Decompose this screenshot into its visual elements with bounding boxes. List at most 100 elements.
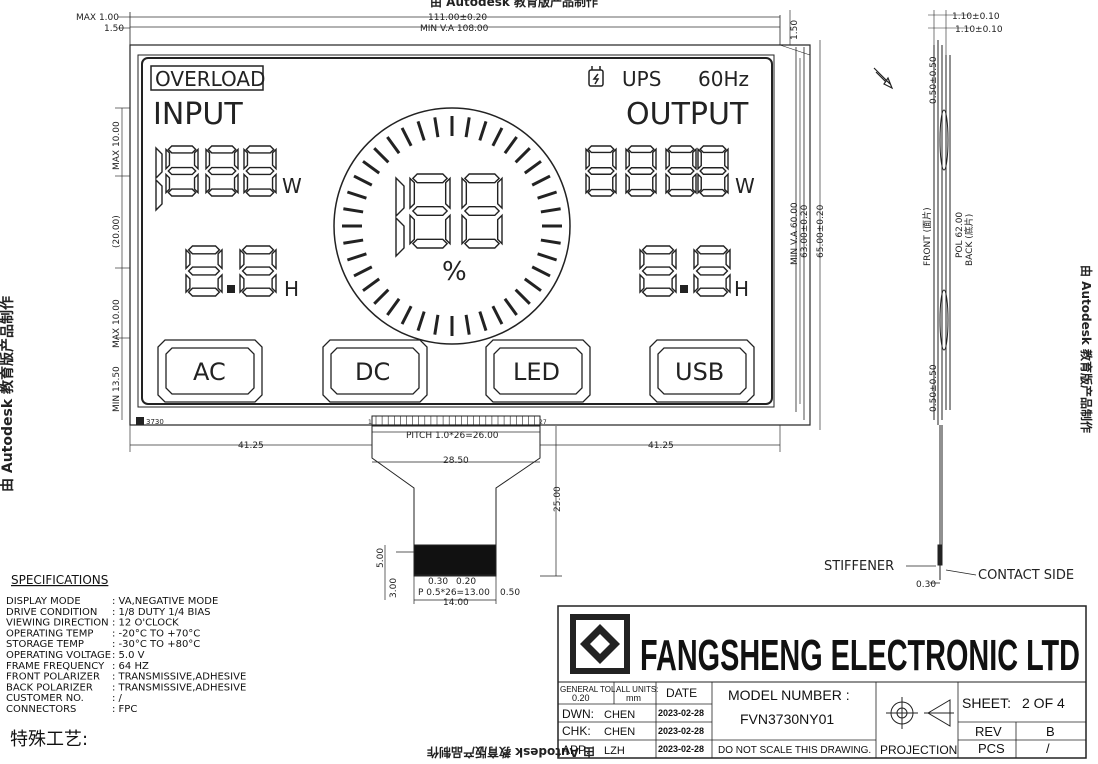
dim-max10-top: MAX 10.00 <box>112 121 122 170</box>
viewing-area <box>141 57 773 405</box>
no-scale-note: DO NOT SCALE THIS DRAWING. <box>718 745 871 756</box>
view-direction-arrow <box>873 67 894 90</box>
dim-4125-right: 41.25 <box>648 441 674 451</box>
seven-segment-digit <box>165 145 199 197</box>
dim-max-top: MAX 1.00 <box>76 13 119 23</box>
date-header: DATE <box>666 686 697 700</box>
chk-date: 2023-02-28 <box>658 726 704 736</box>
company-logo <box>570 614 630 674</box>
led-button-icon <box>485 339 591 403</box>
rev-value: B <box>1046 724 1055 739</box>
chk-name: CHEN <box>604 726 635 738</box>
dim-height-65: 65.00±0.20 <box>816 204 826 258</box>
dc-label: DC <box>355 358 390 386</box>
ac-button-icon <box>157 339 263 403</box>
contact-side-label: CONTACT SIDE <box>978 568 1074 583</box>
dim-4125-left: 41.25 <box>238 441 264 451</box>
seven-segment-digit <box>409 173 451 249</box>
seven-segment-digit <box>205 145 239 197</box>
special-process-label: 特殊工艺: <box>10 729 88 750</box>
projection-symbol-icon <box>886 697 954 729</box>
sheet-value: 2 OF 4 <box>1022 695 1065 711</box>
watermark-left: 由 Autodesk 教育版产品制作 <box>0 296 16 492</box>
seven-segment-one <box>395 176 405 258</box>
h-left-label: H <box>284 277 299 301</box>
part-tag-mark <box>136 417 144 425</box>
rev-label: REV <box>975 724 1002 739</box>
pin-1: 1 <box>368 419 372 426</box>
dim-150-right: 1.50 <box>790 20 800 40</box>
seven-segment-digit <box>665 145 697 197</box>
top-dimensions <box>118 10 791 45</box>
spec-key: OPERATING TEMP <box>6 628 93 639</box>
spec-value: : 64 HZ <box>112 661 149 672</box>
output-label: OUTPUT <box>626 97 749 132</box>
seven-segment-digit <box>697 145 729 197</box>
pcs-value: / <box>1046 741 1050 756</box>
spec-value: : -20°C TO +70°C <box>112 628 200 639</box>
usb-label: USB <box>675 358 724 386</box>
spec-key: FRONT POLARIZER <box>6 672 100 683</box>
dim-tail-width: 14.00 <box>443 598 469 608</box>
dim-p030: 0.30 <box>428 577 448 587</box>
input-label: INPUT <box>153 97 243 132</box>
seven-segment-digit <box>461 173 503 249</box>
seven-segment-digit <box>693 245 731 297</box>
app-name: LZH <box>604 745 625 757</box>
specifications: SPECIFICATIONS DISPLAY MODE: VA,NEGATIVE… <box>6 573 246 750</box>
dim-overall-width: 111.00±0.20 <box>428 13 487 23</box>
left-dimensions <box>115 107 130 420</box>
dim-tail3: 3.00 <box>389 578 399 598</box>
spec-value: : 12 O'CLOCK <box>112 618 179 629</box>
spec-value: : / <box>112 693 123 704</box>
pcs-label: PCS <box>978 741 1005 756</box>
dim-tail5: 5.00 <box>376 548 386 568</box>
model-number: FVN3730NY01 <box>740 711 834 727</box>
dim-fpc-width: 28.50 <box>443 456 469 466</box>
front-view <box>129 12 811 426</box>
spec-key: VIEWING DIRECTION <box>6 618 109 629</box>
w-left-label: W <box>282 174 302 198</box>
percent-label: % <box>442 257 467 287</box>
spec-value: : TRANSMISSIVE,ADHESIVE <box>112 672 246 683</box>
spec-key: OPERATING VOLTAGE <box>6 650 111 661</box>
ups-label: UPS <box>622 67 661 91</box>
lcd-icons: OVERLOAD UPS 60Hz INPUT OUTPUT W W H H % <box>150 65 755 301</box>
ac-label: AC <box>193 358 226 386</box>
overload-box <box>150 65 264 91</box>
power-plug-icon <box>588 66 604 87</box>
seven-segment-one <box>155 146 163 212</box>
gen-tol-label: GENERAL TOL. <box>560 685 618 694</box>
top-dimension-labels: MAX 1.00 1.50 111.00±0.20 MIN V.A 108.00… <box>76 13 800 40</box>
spec-key: CUSTOMER NO. <box>6 693 84 704</box>
spec-value: : 5.0 V <box>112 650 145 661</box>
gen-tol-value: 0.20 <box>572 693 590 703</box>
spec-key: BACK POLARIZER <box>6 682 93 693</box>
seven-segment-digit <box>625 145 657 197</box>
front-label: FRONT (面片) <box>921 207 933 266</box>
spec-value: : TRANSMISSIVE,ADHESIVE <box>112 682 246 693</box>
spec-value: : VA,NEGATIVE MODE <box>112 596 218 607</box>
overload-label: OVERLOAD <box>155 67 266 91</box>
fpc-connector <box>371 415 562 604</box>
seven-segment-digit <box>185 245 223 297</box>
part-tag: 3730 <box>146 418 164 426</box>
pol-label: POL 62.00 <box>955 212 965 258</box>
side-dim-lower: 0.50±0.50 <box>929 364 939 412</box>
polarizer-outline <box>137 54 775 408</box>
watermark-right: 由 Autodesk 教育版产品制作 <box>1079 265 1094 433</box>
dwn-label: DWN: <box>562 707 594 721</box>
bottom-dimensions <box>129 425 781 452</box>
hz-label: 60Hz <box>698 67 749 91</box>
dim-p050: 0.50 <box>500 588 520 598</box>
dwn-name: CHEN <box>604 709 635 721</box>
app-date: 2023-02-28 <box>658 744 704 754</box>
side-dim-upper: 0.50±0.50 <box>929 56 939 104</box>
ring-gauge <box>333 107 571 345</box>
w-right-label: W <box>735 174 755 198</box>
spec-value: : 1/8 DUTY 1/4 BIAS <box>112 607 211 618</box>
units-value: mm <box>626 693 641 703</box>
stiffener-dim: 0.30 <box>916 580 936 590</box>
